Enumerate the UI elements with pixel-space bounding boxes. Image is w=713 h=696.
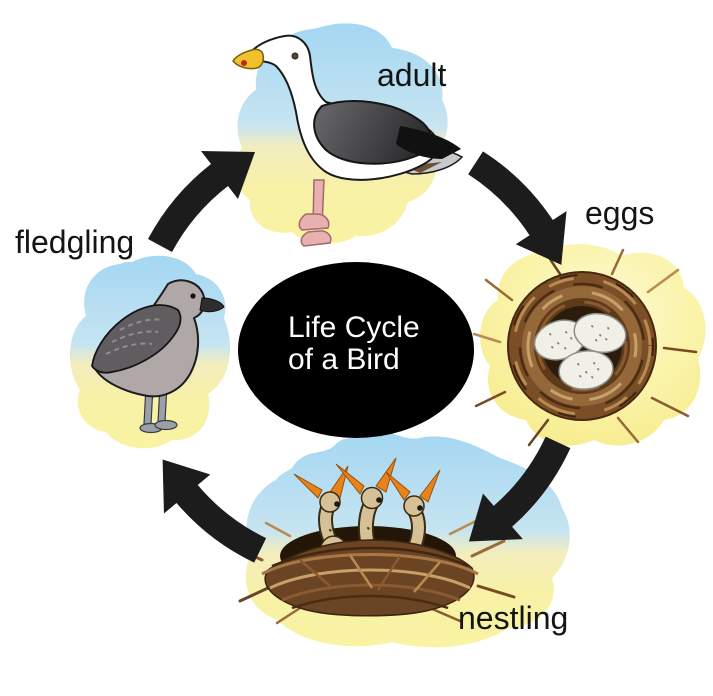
adult-beak-icon (232, 48, 265, 70)
eggs-illustration (472, 244, 706, 447)
center-title-line2: of a Bird (288, 343, 400, 376)
egg-speckles (549, 325, 610, 379)
center-ellipse (238, 262, 474, 438)
adult-wing-tip (396, 126, 461, 159)
eggs-group (533, 312, 627, 390)
cycle-arrow-adult-to-eggs (461, 150, 571, 265)
adult-wing (313, 100, 432, 165)
adult-beak-spot (241, 60, 247, 66)
adult-illustration (232, 23, 464, 247)
stage-label-adult: adult (377, 57, 447, 93)
stage-label-fledgling: fledgling (15, 224, 135, 260)
nest-top-view (472, 248, 698, 447)
nest-front-twigs (261, 546, 479, 610)
cycle-arrow-fledgling-to-adult (148, 151, 255, 252)
adult-eye (291, 52, 299, 60)
adult-undertail (404, 162, 442, 173)
nestling-illustration (234, 431, 570, 648)
fledgling-wing-mottle (105, 318, 163, 355)
nest-twig-rings (510, 274, 655, 418)
fledgling-beak-icon (199, 297, 225, 313)
center-title-line1: Life Cycle (288, 311, 420, 344)
adult-legs (298, 179, 332, 247)
fledgling-eye (190, 293, 196, 299)
center-title: Life Cycle of a Bird (288, 312, 420, 376)
fledgling-wing (91, 304, 182, 374)
stage-label-eggs: eggs (585, 195, 655, 231)
stage-label-nestling: nestling (458, 600, 569, 636)
fledgling-illustration (69, 255, 231, 449)
egg (558, 350, 614, 390)
